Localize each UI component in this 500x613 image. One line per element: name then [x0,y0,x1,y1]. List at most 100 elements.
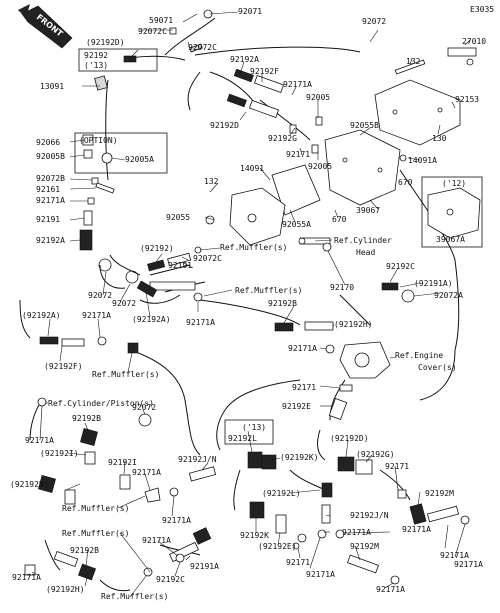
label-92171A-rmid: 92171A [342,528,371,537]
label-ref-cylinder: Ref.Cylinder [334,236,392,245]
label-92192D-paren-right: (92192D) [330,434,369,443]
label-92171A-engine: 92171A [288,344,317,353]
label-92192-paren: (92192) [140,244,174,253]
label-92171A-r1: 92171A [402,525,431,534]
label-92066: 92066 [36,138,60,147]
label-92171A-b2: 92171A [376,585,405,594]
label-head: Head [356,248,375,257]
label-92171-engine: 92171 [292,383,316,392]
label-92171A-bmid: 92171A [142,536,171,545]
label-92055B: 92055B [350,121,379,130]
label-92072C-mid: 92072C [188,43,217,52]
label-ref-muffler-4: Ref.Muffler(s) [62,504,129,513]
label-92192J-N-lower: 92192J/N [350,511,389,520]
label-92192H-paren: (92192H) [46,585,85,594]
label-39067A: 39067A [436,235,465,244]
parts [24,9,481,585]
label-92072C-top: 92072C [138,27,167,36]
label-130: 130 [432,134,447,143]
label-92005A: 92005A [125,155,154,164]
label-59071: 59071 [149,16,173,25]
label-92191A: 92191A [190,562,219,571]
box-12 [421,176,483,248]
label-92192K-paren: (92192K) [280,453,319,462]
label-92192H-paren: (92192H) [334,320,373,329]
label-ref-muffler-6: Ref.Muffler(s) [101,592,168,601]
label-92005-mid: 92005 [308,162,332,171]
label-92072-lower: 92072 [112,299,136,308]
label-92171-bottom: 92171 [286,558,310,567]
label-92072C-mid2: 92072C [193,254,222,263]
label-92192E: 92192E [282,402,311,411]
box-13-center [224,419,274,445]
label-92192A-paren: (92192A) [132,315,171,324]
label-92072B: 92072B [36,174,65,183]
label-92171A-cyl: 92171A [25,436,54,445]
box-13-left-year: ('13) [84,61,108,70]
label-92192K: 92192K [240,531,269,540]
label-92192F: 92192F [250,67,279,76]
label-ref-muffler-3: Ref.Muffler(s) [92,370,159,379]
label-92192E-paren: (92192E) [258,542,297,551]
label-92191-left: 92191 [36,215,60,224]
label-92055A: 92055A [282,220,311,229]
label-92192C: 92192C [156,575,185,584]
label-92192B-left: 92192B [72,414,101,423]
box-12-year: ('12) [442,179,466,188]
label-92055: 92055 [166,213,190,222]
label-92192L-paren: (92192L) [262,489,301,498]
label-92171A-b1: 92171A [306,570,335,579]
label-92192I: 92192I [108,458,137,467]
label-92192-boxed: 92192 [84,51,108,60]
option-box [74,132,168,174]
label-92005B: 92005B [36,152,65,161]
label-92192J-N-upper: 92192J/N [178,455,217,464]
label-ref-muffler-1: Ref.Muffler(s) [220,243,287,252]
label-670-right: 670 [398,178,413,187]
label-92072-mid: 92072 [132,403,156,412]
label-92192F-paren: (92192F) [44,362,83,371]
label-14091: 14091 [240,164,264,173]
box-13-left [78,48,158,72]
label-ref-engine: Ref.Engine [395,351,443,360]
label-92192G-paren: (92192G) [356,450,395,459]
label-92191-mid: 92191 [168,261,192,270]
label-92071: 92071 [238,7,262,16]
label-92192M-right: 92192M [425,489,454,498]
label-92153: 92153 [455,95,479,104]
label-92192D: 92192D [210,121,239,130]
label-92192A-paren-left: (92192A) [22,311,61,320]
diagram-code: E3035 [470,5,494,14]
label-92192B-bottom: 92192B [70,546,99,555]
label-92171A-r3: 92171A [454,560,483,569]
label-92005-top: 92005 [306,93,330,102]
label-92161: 92161 [36,185,60,194]
label-92072-top: 92072 [362,17,386,26]
label-cover-s: Cover(s) [418,363,457,372]
label-92192D-paren: (92192D) [86,38,125,47]
label-92171A-bl: 92171A [12,573,41,582]
label-92171A-mid: 92171A [186,318,215,327]
label-92171A-muff: 92171A [132,468,161,477]
label-92191A-paren: (92191A) [414,279,453,288]
label-92192A-top: 92192A [230,55,259,64]
label-13091: 13091 [40,82,64,91]
label-92192I-paren: (92192I) [40,449,79,458]
part-labels: 59071 92071 92072C (92192D) 92192 92072C… [10,7,486,601]
label-92171A-top: 92171A [283,80,312,89]
label-ref-muffler-2: Ref.Muffler(s) [235,286,302,295]
label-92171A-left: 92171A [82,311,111,320]
label-92192B-paren: (92192B) [10,480,49,489]
label-92171A-option: 92171A [36,196,65,205]
label-92192A-left: 92192A [36,236,65,245]
label-92171-right: 92171 [385,462,409,471]
label-92072-left: 92072 [88,291,112,300]
label-27010: 27010 [462,37,486,46]
front-arrow-icon: FRONT [18,4,73,49]
label-92171-mid: 92171 [286,150,310,159]
label-ref-cylinder-piston: Ref.Cylinder/Piston(s) [48,399,154,408]
leader-lines [31,11,471,598]
label-39067: 39067 [356,206,380,215]
label-92171A-r2: 92171A [440,551,469,560]
